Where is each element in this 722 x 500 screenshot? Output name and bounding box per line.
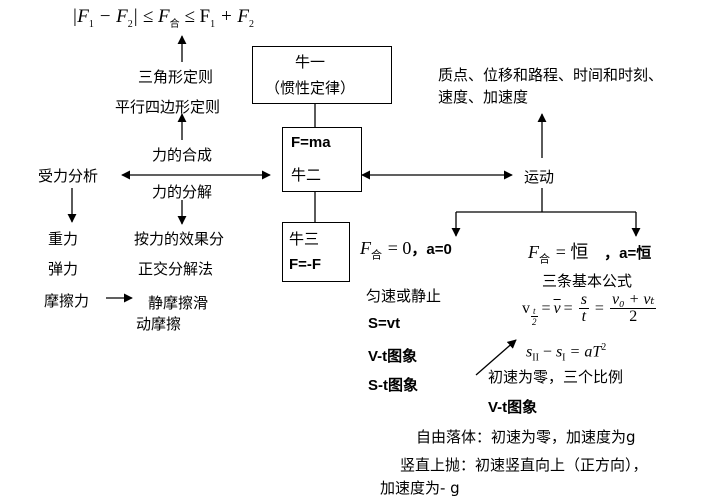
zero-initial-ratios: 初速为零，三个比例 — [488, 368, 624, 386]
vertical-throw-line1: 竖直上抛：初速竖直向上（正方向）， — [400, 456, 648, 474]
newton1-subtitle: （惯性定律） — [265, 79, 356, 97]
decompose-orthogonal: 正交分解法 — [138, 260, 214, 278]
parallelogram-rule: 平行四边形定则 — [115, 98, 221, 116]
kinematics-concepts-line1: 质点、位移和路程、时间和时刻、 — [438, 66, 664, 84]
newton1-title: 牛一 — [295, 53, 326, 71]
const-force-condition: F合 = 恒 ，a=恒 — [528, 242, 652, 266]
newton1-box: 牛一 （惯性定律） — [252, 46, 392, 104]
zero-force-vt-graph: V-t图象 — [368, 348, 418, 365]
free-fall: 自由落体：初速为零，加速度为g — [416, 428, 636, 446]
displacement-formula: sII − sI = aT2 — [526, 342, 607, 364]
force-gravity: 重力 — [48, 230, 79, 248]
vertical-throw-line2: 加速度为- g — [380, 479, 460, 497]
friction-types-line2: 动摩擦 — [136, 315, 182, 333]
triangle-rule: 三角形定则 — [138, 68, 214, 86]
force-composition: 力的合成 — [152, 146, 213, 164]
top-formula: |F1 − F2| ≤ F合 ≤ F1 + F2 — [72, 6, 255, 30]
const-force-vt-graph: V-t图象 — [488, 399, 538, 416]
newton2-title: 牛二 — [291, 166, 322, 184]
abs-bar-right: | — [132, 6, 139, 27]
motion-label: 运动 — [524, 168, 555, 186]
force-elastic: 弹力 — [48, 260, 79, 278]
zero-force-state: 匀速或静止 — [366, 287, 442, 305]
newton3-formula: F=-F — [289, 256, 322, 273]
arrow-to-s-formula — [475, 339, 517, 376]
zero-force-st-graph: S-t图象 — [368, 377, 418, 394]
kinematics-concepts-line2: 速度、加速度 — [438, 88, 529, 106]
zero-force-s-eq: S=vt — [368, 315, 401, 332]
newton3-title: 牛三 — [289, 230, 320, 248]
newton2-box: F=ma 牛二 — [282, 127, 362, 192]
force-analysis: 受力分析 — [38, 167, 99, 185]
basic-formulas-label: 三条基本公式 — [542, 272, 633, 290]
abs-bar-left: | — [72, 6, 78, 27]
velocity-formula: v t 2 = v = s t = v₀ + vₜ 2 — [522, 291, 657, 327]
newton3-box: 牛三 F=-F — [282, 222, 350, 282]
force-friction: 摩擦力 — [44, 292, 90, 310]
decompose-by-effect: 按力的效果分 — [134, 230, 225, 248]
newton2-formula: F=ma — [291, 134, 331, 151]
force-decomposition: 力的分解 — [152, 183, 213, 201]
friction-types-line1: 静摩擦滑 — [148, 294, 209, 312]
zero-force-condition: F合 = 0，a=0 — [360, 238, 452, 262]
